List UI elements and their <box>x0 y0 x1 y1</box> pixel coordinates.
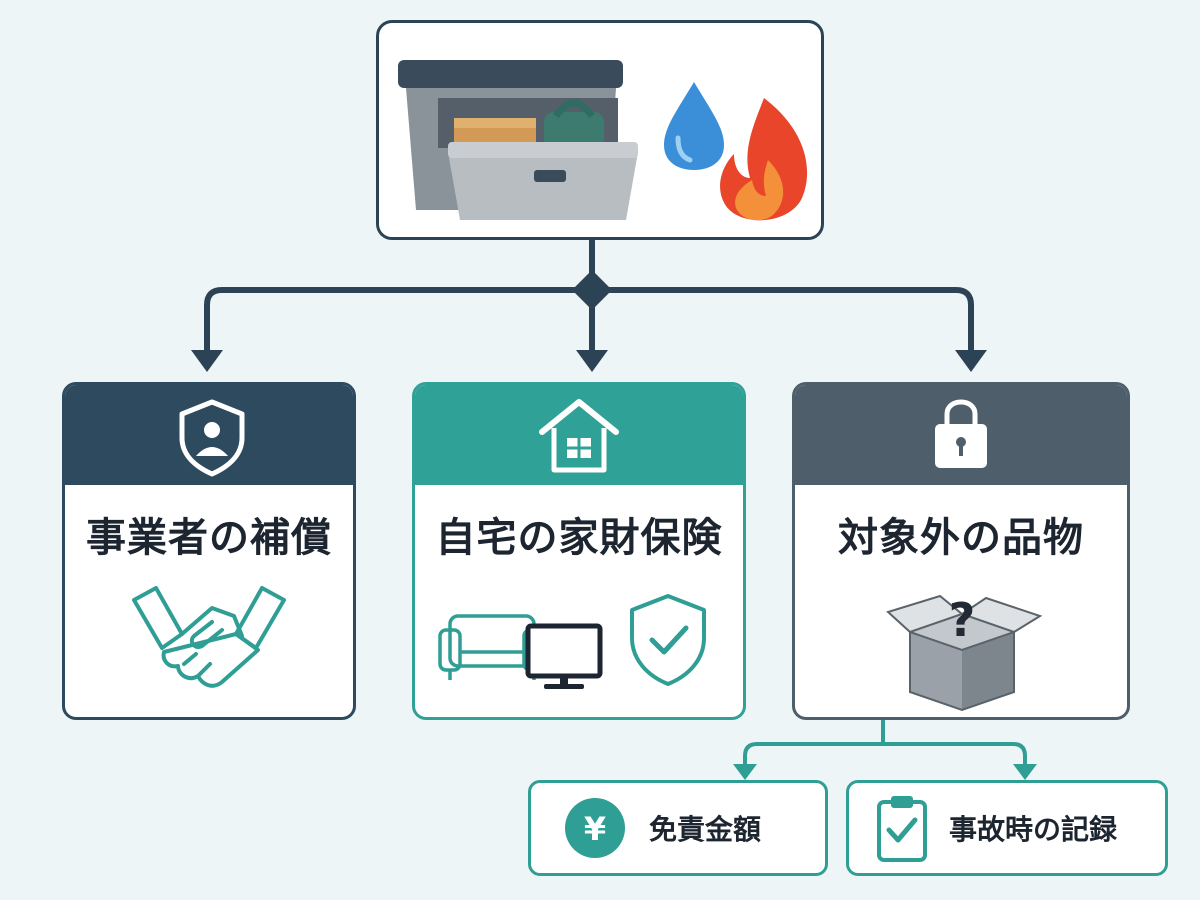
junction-diamond <box>572 270 612 310</box>
arrow-down-icon <box>191 350 223 372</box>
handshake-icon <box>132 586 286 688</box>
arrow-down-icon <box>1013 764 1037 780</box>
mystery-box-icon: ? <box>886 593 1043 712</box>
item-label: 免責金額 <box>649 813 762 846</box>
svg-text:?: ? <box>949 593 976 647</box>
arrow-down-icon <box>576 350 608 372</box>
arrow-down-icon <box>733 764 757 780</box>
deductible-amount-item[interactable]: ¥ 免責金額 <box>528 780 828 876</box>
svg-text:¥: ¥ <box>584 810 606 848</box>
sofa-icon <box>438 614 546 680</box>
card-body <box>65 575 353 717</box>
home-contents-insurance-card[interactable]: 自宅の家財保険 <box>412 382 746 720</box>
card-title: 事業者の補償 <box>86 515 332 561</box>
card-title: 対象外の品物 <box>838 515 1084 561</box>
item-label: 事故時の記録 <box>949 813 1118 846</box>
arrow-down-icon <box>955 350 987 372</box>
accident-record-item[interactable]: 事故時の記録 <box>846 780 1168 876</box>
card-header <box>65 385 353 485</box>
clipboard-check-icon <box>877 796 927 862</box>
business-compensation-card[interactable]: 事業者の補償 <box>62 382 356 720</box>
padlock-icon <box>935 399 987 468</box>
card-body <box>415 575 743 717</box>
top-illustration-box <box>376 20 824 240</box>
card-body: ? <box>795 575 1127 717</box>
shield-person-icon <box>179 399 245 477</box>
house-icon <box>539 399 619 473</box>
excluded-items-card[interactable]: 対象外の品物 ? <box>792 382 1130 720</box>
yen-icon: ¥ <box>565 798 625 858</box>
card-header <box>415 385 743 485</box>
card-header <box>795 385 1127 485</box>
card-title: 自宅の家財保険 <box>435 515 723 561</box>
storage-bin-icon <box>398 60 638 220</box>
